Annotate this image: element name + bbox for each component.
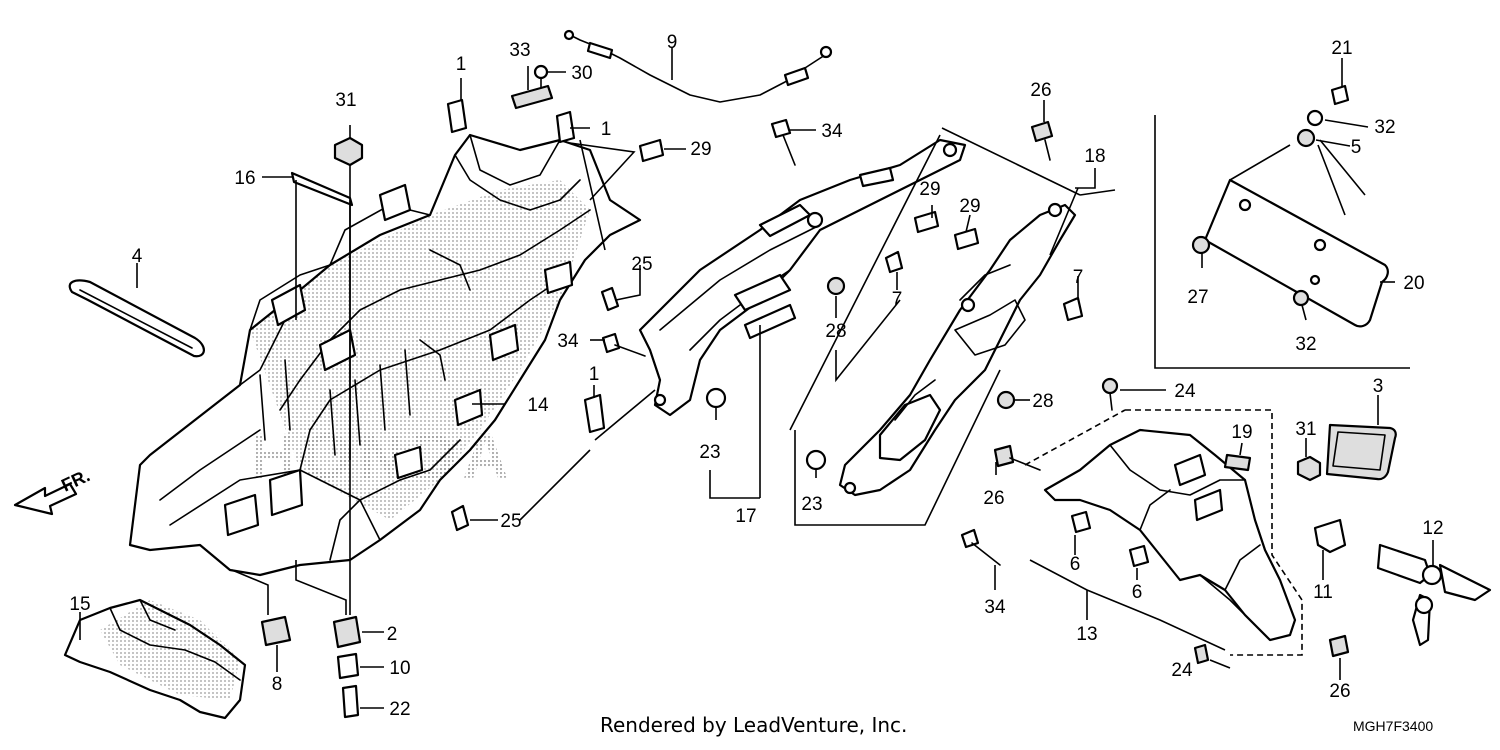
callout-7: 7	[1073, 267, 1084, 288]
callout-1: 1	[589, 364, 600, 385]
callout-23: 23	[699, 442, 720, 463]
callout-21: 21	[1331, 38, 1352, 59]
part-4-strip	[68, 279, 205, 358]
callout-17: 17	[735, 506, 756, 527]
callout-13: 13	[1076, 624, 1097, 645]
callout-31: 31	[335, 90, 356, 111]
fasteners	[260, 64, 1350, 719]
callout-22: 22	[389, 699, 410, 720]
callout-16: 16	[234, 168, 255, 189]
callout-26: 26	[1030, 80, 1051, 101]
callout-30: 30	[571, 63, 592, 84]
callout-1: 1	[456, 54, 467, 75]
callout-14: 14	[527, 395, 549, 416]
callout-24: 24	[1171, 660, 1193, 681]
callout-15: 15	[69, 594, 90, 615]
callout-28: 28	[1032, 391, 1053, 412]
callout-20: 20	[1403, 273, 1424, 294]
callout-19: 19	[1231, 422, 1252, 443]
part-13-bracket	[1043, 428, 1297, 642]
callout-12: 12	[1422, 518, 1443, 539]
part-3-reflector	[1325, 423, 1397, 481]
callout-7: 7	[892, 289, 903, 310]
callout-8: 8	[272, 674, 283, 695]
callout-5: 5	[1351, 137, 1362, 158]
callout-numbers: 1 1 1 2 3 4 5 6 6 7 7 8 9 10 11 12 13 14…	[69, 32, 1443, 720]
callout-10: 10	[389, 658, 410, 679]
callout-31: 31	[1295, 419, 1316, 440]
callout-6: 6	[1070, 554, 1081, 575]
part-18-rail	[838, 202, 1077, 497]
callout-25: 25	[500, 511, 521, 532]
callout-29: 29	[690, 139, 711, 160]
callout-24: 24	[1174, 381, 1196, 402]
callout-33: 33	[509, 40, 530, 61]
callout-32: 32	[1295, 334, 1316, 355]
callout-18: 18	[1084, 146, 1105, 167]
part-9-cable	[563, 29, 833, 103]
diagram-code: MGH7F3400	[1353, 718, 1434, 734]
rear-inner-fender	[128, 133, 642, 577]
callout-1: 1	[601, 119, 612, 140]
callout-25: 25	[631, 254, 652, 275]
callout-26: 26	[1329, 681, 1350, 702]
callout-26: 26	[983, 488, 1004, 509]
leader-lines	[79, 48, 1434, 709]
callout-34: 34	[984, 597, 1006, 618]
callout-3: 3	[1373, 376, 1384, 397]
part-20-plate-group	[1154, 115, 1410, 369]
part-17-rail	[638, 138, 967, 417]
callout-27: 27	[1187, 287, 1208, 308]
callout-6: 6	[1132, 582, 1143, 603]
callout-2: 2	[387, 624, 398, 645]
part-11-clip	[1313, 518, 1347, 554]
callout-34: 34	[557, 331, 579, 352]
callout-29: 29	[959, 196, 980, 217]
callout-29: 29	[919, 179, 940, 200]
callout-28: 28	[825, 321, 846, 342]
callout-34: 34	[821, 121, 843, 142]
part-15-bracket	[63, 598, 247, 720]
callout-11: 11	[1313, 582, 1333, 603]
callout-4: 4	[132, 246, 143, 267]
part-12-lock	[1376, 543, 1492, 647]
callout-9: 9	[667, 32, 678, 53]
front-direction-marker: FR.	[13, 465, 93, 516]
callout-23: 23	[801, 494, 822, 515]
rendered-by-credit: Rendered by LeadVenture, Inc.	[600, 713, 908, 737]
callout-32: 32	[1374, 117, 1395, 138]
